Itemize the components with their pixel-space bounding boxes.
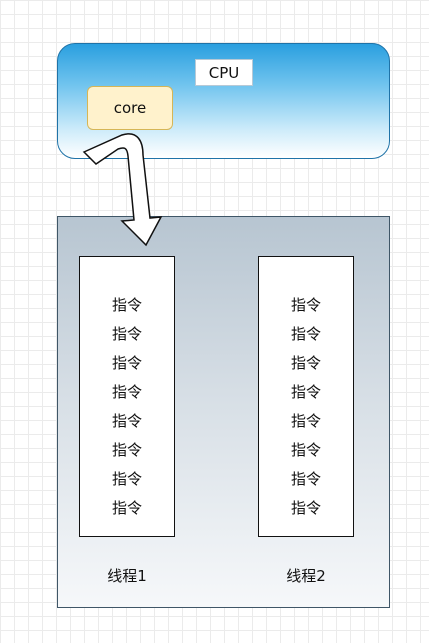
instruction: 指令 <box>290 412 321 430</box>
instruction: 指令 <box>111 354 142 372</box>
thread-1-label: 线程1 <box>107 567 147 585</box>
instruction: 指令 <box>111 383 142 401</box>
instruction: 指令 <box>290 354 321 372</box>
instruction: 指令 <box>111 441 142 459</box>
instruction: 指令 <box>111 325 142 343</box>
instruction: 指令 <box>290 470 321 488</box>
thread-2-column: 指令 指令 指令 指令 指令 指令 指令 指令 <box>258 256 354 537</box>
instruction: 指令 <box>290 325 321 343</box>
instruction: 指令 <box>111 499 142 517</box>
core-box: core <box>87 86 173 130</box>
thread-1-column: 指令 指令 指令 指令 指令 指令 指令 指令 <box>79 256 175 537</box>
instruction: 指令 <box>290 296 321 314</box>
instruction: 指令 <box>111 412 142 430</box>
cpu-label: CPU <box>195 59 253 86</box>
instruction: 指令 <box>111 296 142 314</box>
thread-2-label: 线程2 <box>286 567 326 585</box>
instruction: 指令 <box>111 470 142 488</box>
instruction: 指令 <box>290 383 321 401</box>
instruction: 指令 <box>290 499 321 517</box>
instruction: 指令 <box>290 441 321 459</box>
